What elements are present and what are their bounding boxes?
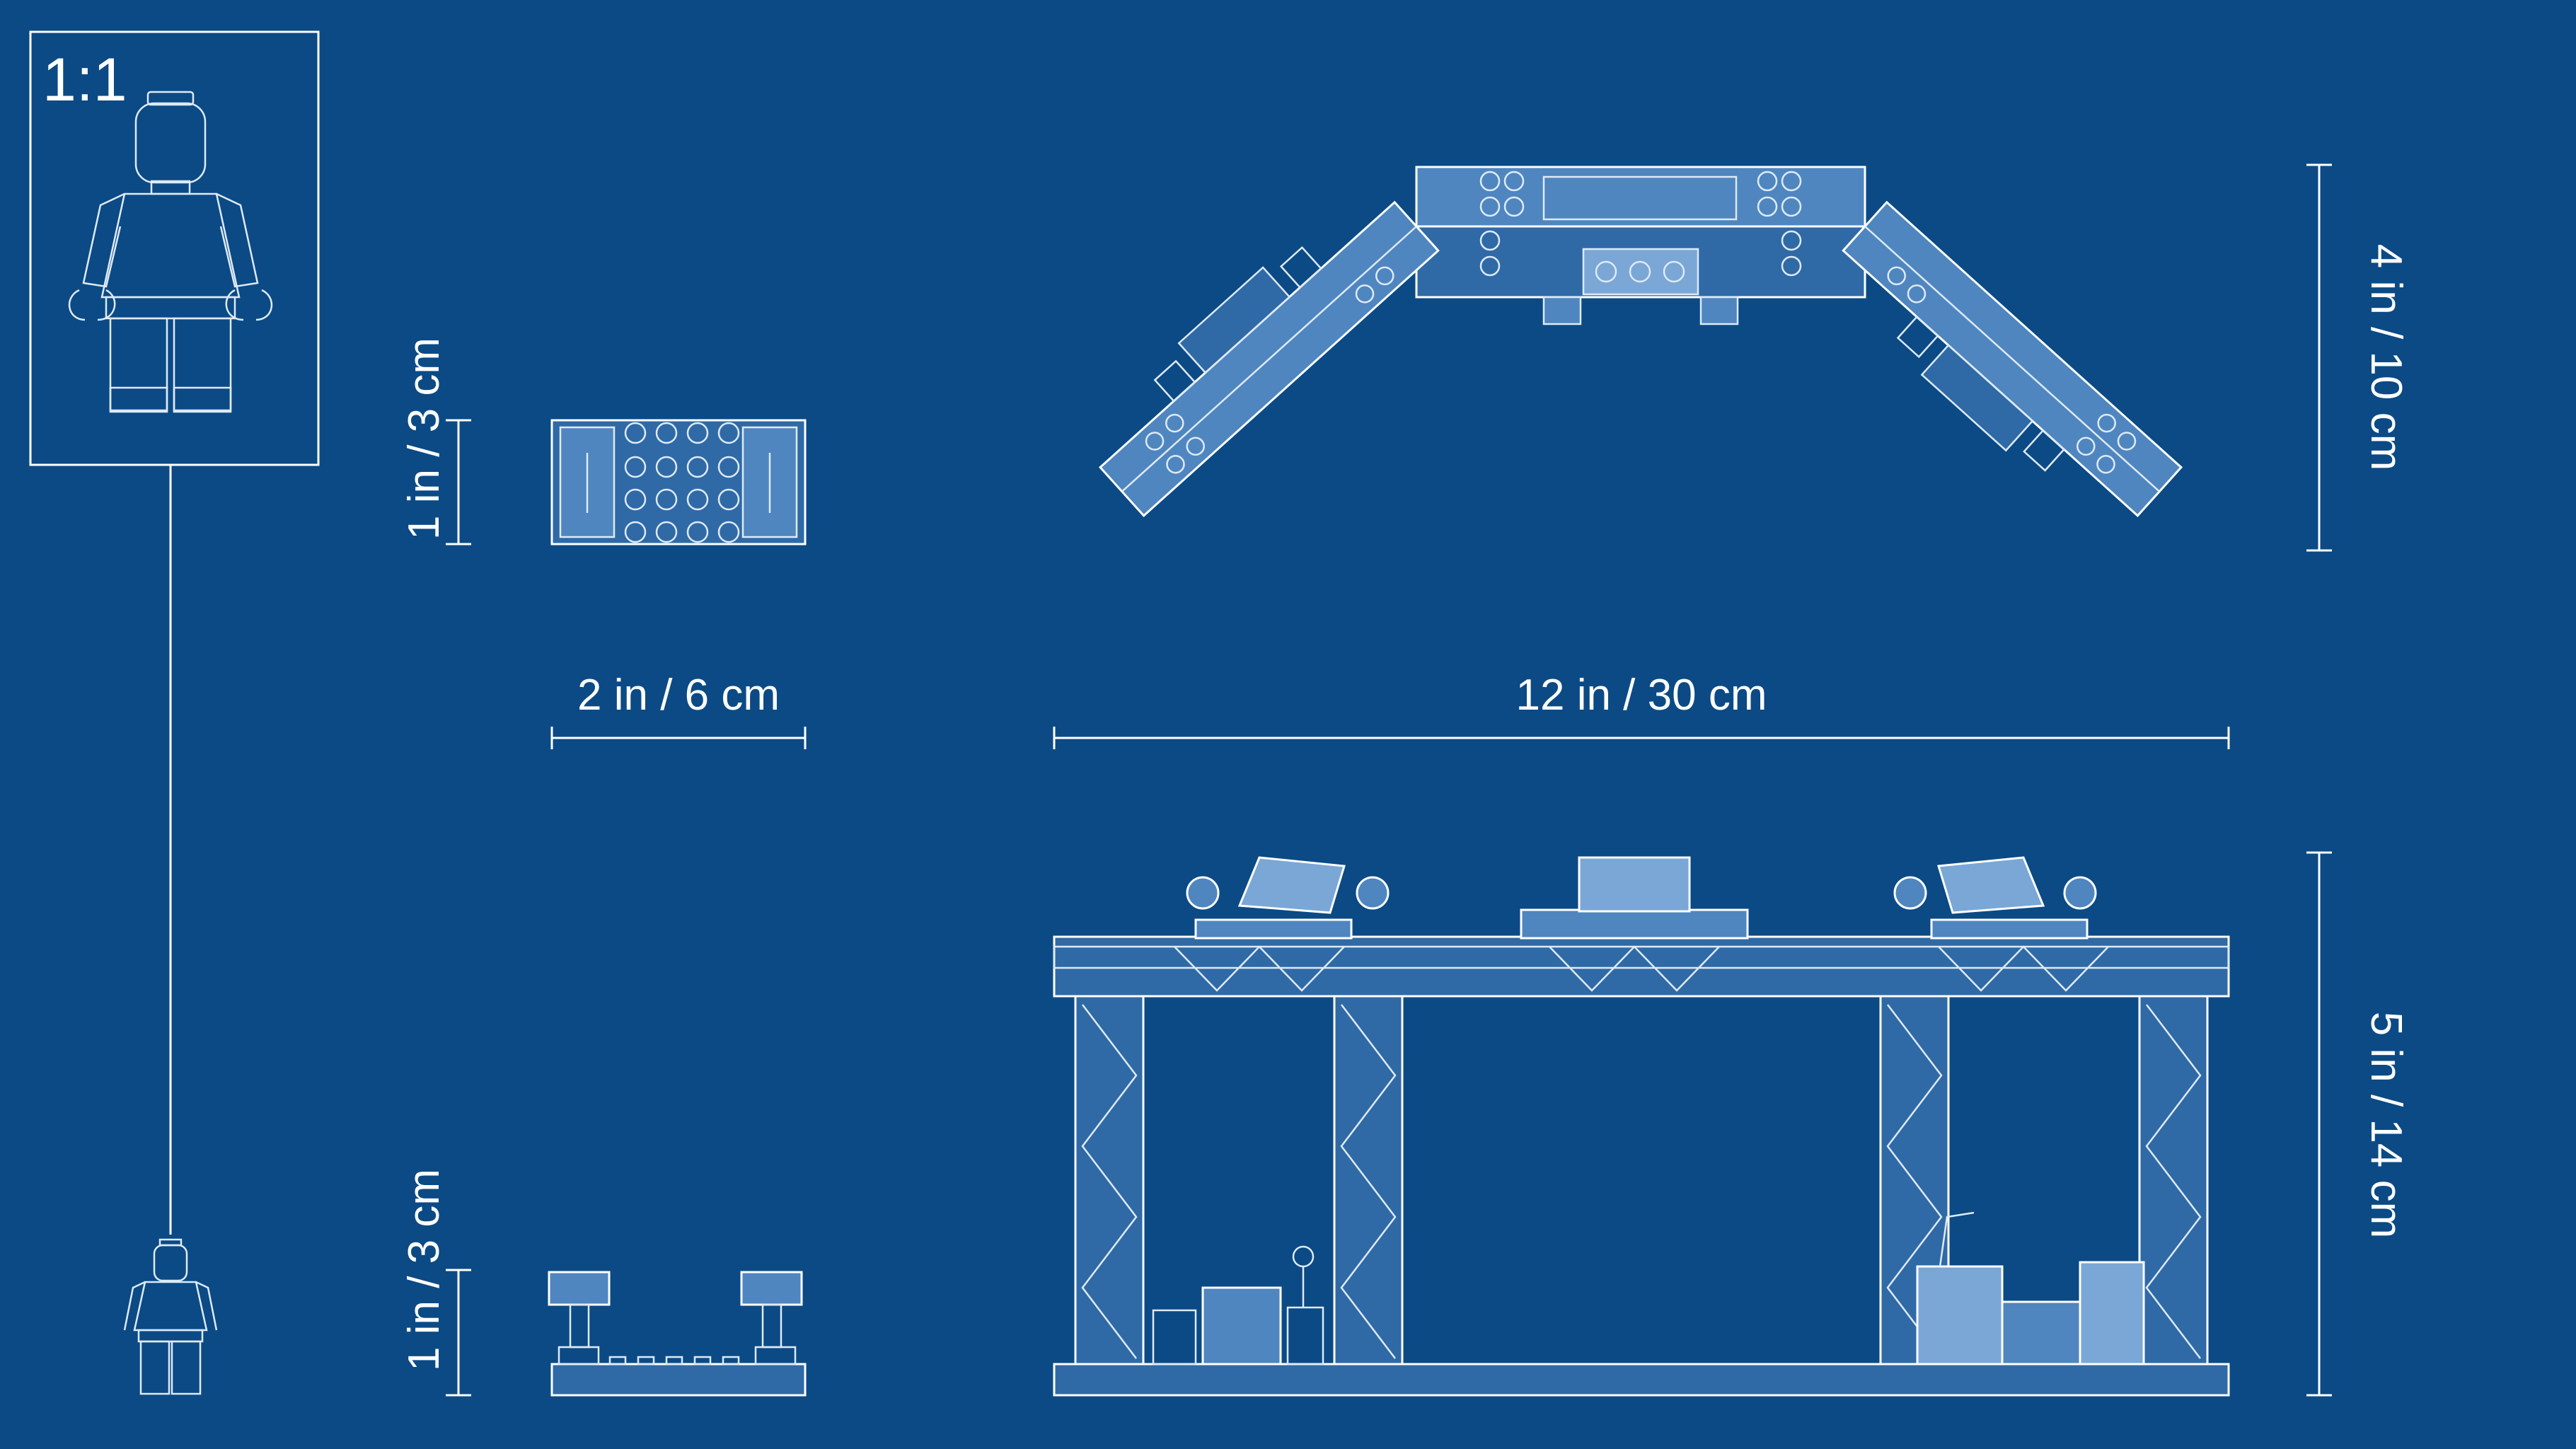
arch-top-view (1098, 166, 2183, 518)
minifigure-small-icon (123, 1238, 218, 1395)
dim-label-brick-height-bottom: 1 in / 3 cm (400, 1169, 449, 1371)
minifigure-icon (68, 91, 273, 413)
dim-brick-height-bottom: 1 in / 3 cm (400, 1169, 471, 1397)
dim-brick-height-top: 1 in / 3 cm (400, 337, 471, 545)
dim-arch-depth: 4 in / 10 cm (2306, 163, 2410, 552)
dim-label-brick-height-top: 1 in / 3 cm (400, 337, 449, 540)
small-brick-side (548, 1271, 807, 1397)
dim-arch-height: 5 in / 14 cm (2306, 851, 2410, 1397)
small-brick-top (550, 419, 807, 545)
dim-arch-width: 12 in / 30 cm (1053, 671, 2230, 749)
dim-label-brick-width: 2 in / 6 cm (577, 671, 780, 720)
scale-box: 1:1 (29, 30, 320, 466)
dim-label-arch-width: 12 in / 30 cm (1516, 671, 1767, 720)
dim-label-arch-height: 5 in / 14 cm (2362, 1012, 2410, 1238)
arch-front-view (1053, 856, 2230, 1397)
dim-label-arch-depth: 4 in / 10 cm (2362, 244, 2410, 471)
dim-brick-width: 2 in / 6 cm (550, 671, 807, 749)
scale-label: 1:1 (42, 46, 127, 114)
